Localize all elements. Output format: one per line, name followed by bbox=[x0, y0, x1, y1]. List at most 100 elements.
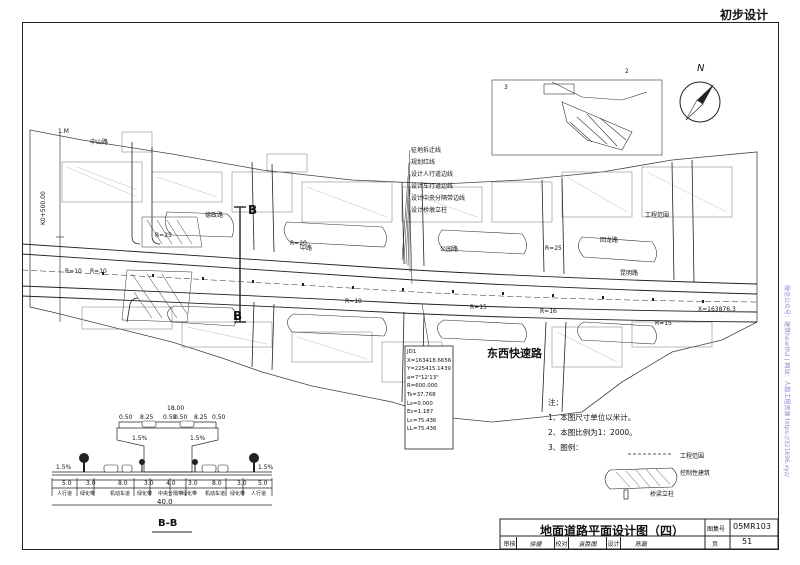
road-centerline bbox=[22, 269, 758, 303]
section-slope: 1.5% bbox=[190, 435, 206, 442]
section-slope: 1.5% bbox=[258, 464, 274, 471]
role-designer-label: 设计 bbox=[607, 537, 621, 549]
cross-streets bbox=[126, 142, 695, 413]
curve-row: LL=75.436 bbox=[407, 426, 437, 433]
legend-symbols bbox=[604, 453, 678, 500]
line-legend-item: 设计车行道边线 bbox=[411, 183, 454, 190]
line-legend-item: 规划红线 bbox=[411, 159, 436, 166]
section-dim: 8.0 bbox=[212, 480, 222, 487]
section-slope: 1.5% bbox=[132, 435, 148, 442]
curve-row: R=600.000 bbox=[407, 383, 438, 390]
radius-label: R=25 bbox=[545, 245, 562, 252]
section-dim: 4.0 bbox=[166, 480, 176, 487]
note-item: 1、本图尺寸单位以米计。 bbox=[548, 413, 636, 422]
section-cut-line bbox=[234, 206, 246, 323]
north-arrow bbox=[679, 81, 721, 123]
legend-label-bridge-pier: 桥梁立柱 bbox=[650, 491, 675, 498]
line-legend-item: 设计人行道边线 bbox=[411, 171, 454, 178]
reference-mark-2: 2 bbox=[625, 68, 629, 75]
legend-label-project-range: 工程范围 bbox=[680, 453, 705, 460]
checker-name: 袁胜国 bbox=[569, 537, 607, 549]
page-label: 页 bbox=[712, 541, 719, 548]
section-lane-label: 机动车道 bbox=[205, 491, 226, 497]
section-deck-dim: 8.25 bbox=[194, 414, 208, 421]
label-project-range: 工程范围 bbox=[645, 212, 670, 219]
section-dim: 3.0 bbox=[86, 480, 96, 487]
section-dim: 5.0 bbox=[62, 480, 72, 487]
section-dim: 8.0 bbox=[118, 480, 128, 487]
drawing-title: 地面道路平面设计图（四） bbox=[540, 524, 685, 538]
pier-columns bbox=[102, 272, 704, 303]
section-lane-label: 人行道 bbox=[251, 491, 267, 497]
radius-label: R=15 bbox=[470, 304, 487, 311]
legend-symbol-control-building bbox=[604, 467, 678, 490]
curve-row: Es=1.187 bbox=[407, 409, 434, 416]
north-label: N bbox=[697, 63, 705, 74]
main-road bbox=[22, 243, 758, 323]
curve-row: Ls=0.000 bbox=[407, 400, 433, 407]
section-deck-width: 18.00 bbox=[167, 405, 185, 412]
radius-label: R=20 bbox=[290, 240, 307, 247]
watermark-text: 微信公众号：建筑heartful | 网站：人鹏工程资源 https://321… bbox=[783, 285, 790, 477]
section-lane-label: 人行道 bbox=[57, 491, 73, 497]
section-deck-dim: 0.50 bbox=[212, 414, 226, 421]
design-stage-label: 初步设计 bbox=[719, 8, 768, 22]
curve-row: Ts=37.768 bbox=[407, 391, 436, 398]
section-lane-label: 机动车道 bbox=[110, 491, 131, 497]
page-no: 51 bbox=[742, 537, 753, 546]
line-legend-item: 设计中央分隔带边线 bbox=[411, 195, 466, 202]
section-deck-dim: 8.25 bbox=[140, 414, 154, 421]
curve-row: X=163418.6656 bbox=[407, 357, 452, 364]
line-legend-item: 征地拆迁线 bbox=[411, 147, 442, 154]
legend-leaders bbox=[401, 149, 413, 285]
section-dim: 3.0 bbox=[188, 480, 198, 487]
legend-label-control-building: 控制性建筑 bbox=[680, 470, 711, 477]
curve-row: Lc=75.436 bbox=[407, 417, 437, 424]
hatched-blocks bbox=[121, 216, 203, 323]
curve-table: JD1 X=163418.6656 Y=225415.1439 a=7°12'1… bbox=[407, 348, 453, 434]
city-blocks bbox=[61, 131, 733, 383]
section-slope: 1.5% bbox=[56, 464, 72, 471]
section-lane-label: 绿化带 bbox=[182, 491, 198, 497]
survey-chainage-line bbox=[56, 132, 64, 322]
set-no-label: 图集号 bbox=[707, 526, 726, 533]
road-label-huilong: 回龙路 bbox=[600, 237, 619, 244]
section-deck-dim: 0.50 bbox=[163, 414, 177, 421]
radius-label: R=15 bbox=[655, 320, 672, 327]
section-dim: 3.0 bbox=[237, 480, 247, 487]
section-label: B-B bbox=[158, 518, 178, 529]
section-mark-bottom: B bbox=[233, 309, 243, 323]
curve-table-frame bbox=[404, 345, 454, 450]
set-no: 05MR103 bbox=[733, 522, 771, 531]
section-lane-label: 绿化带 bbox=[230, 491, 246, 497]
designer-name: 陈磊 bbox=[634, 540, 647, 548]
section-deck-dim: 0.50 bbox=[119, 414, 133, 421]
radius-label: R=10 bbox=[90, 268, 107, 275]
sheet-border bbox=[22, 22, 779, 550]
curve-row: Y=225415.1439 bbox=[407, 366, 451, 373]
notes-heading: 注： bbox=[548, 398, 563, 407]
coordinate-note: X=163876.3 bbox=[698, 306, 736, 313]
radius-label: R=16 bbox=[540, 308, 557, 315]
notes: 注： 1、本图尺寸单位以米计。 2、本图比例为1：2000。 3、图例： bbox=[548, 395, 637, 455]
section-vehicles bbox=[103, 420, 229, 473]
reviewer-name: 徐健 bbox=[517, 537, 555, 549]
key-plan bbox=[491, 79, 663, 156]
road-label-gongyuan: 公园路 bbox=[440, 246, 459, 253]
line-legend-item: 设计桥墩立柱 bbox=[411, 207, 448, 214]
section-dim: 5.0 bbox=[258, 480, 268, 487]
role-reviewer-label: 审核 bbox=[503, 537, 517, 549]
section-lane-label: 中央分隔带 bbox=[158, 491, 184, 497]
curve-table-leader bbox=[421, 303, 430, 347]
legend-symbol-bridge-pier bbox=[623, 489, 629, 500]
radius-label: R=25 bbox=[155, 232, 172, 239]
curve-table-title: JD1 bbox=[407, 349, 417, 355]
road-label-dezheng: 德政路 bbox=[205, 212, 224, 219]
cross-section bbox=[51, 421, 273, 506]
road-label-expressway: 东西快速路 bbox=[487, 347, 542, 360]
note-item: 3、图例： bbox=[548, 443, 583, 452]
role-checker-label: 校对 bbox=[555, 537, 569, 549]
section-trees bbox=[79, 453, 259, 472]
section-lane-label: 绿化带 bbox=[137, 491, 153, 497]
road-label-zhongshan: 中山路 bbox=[90, 139, 109, 146]
